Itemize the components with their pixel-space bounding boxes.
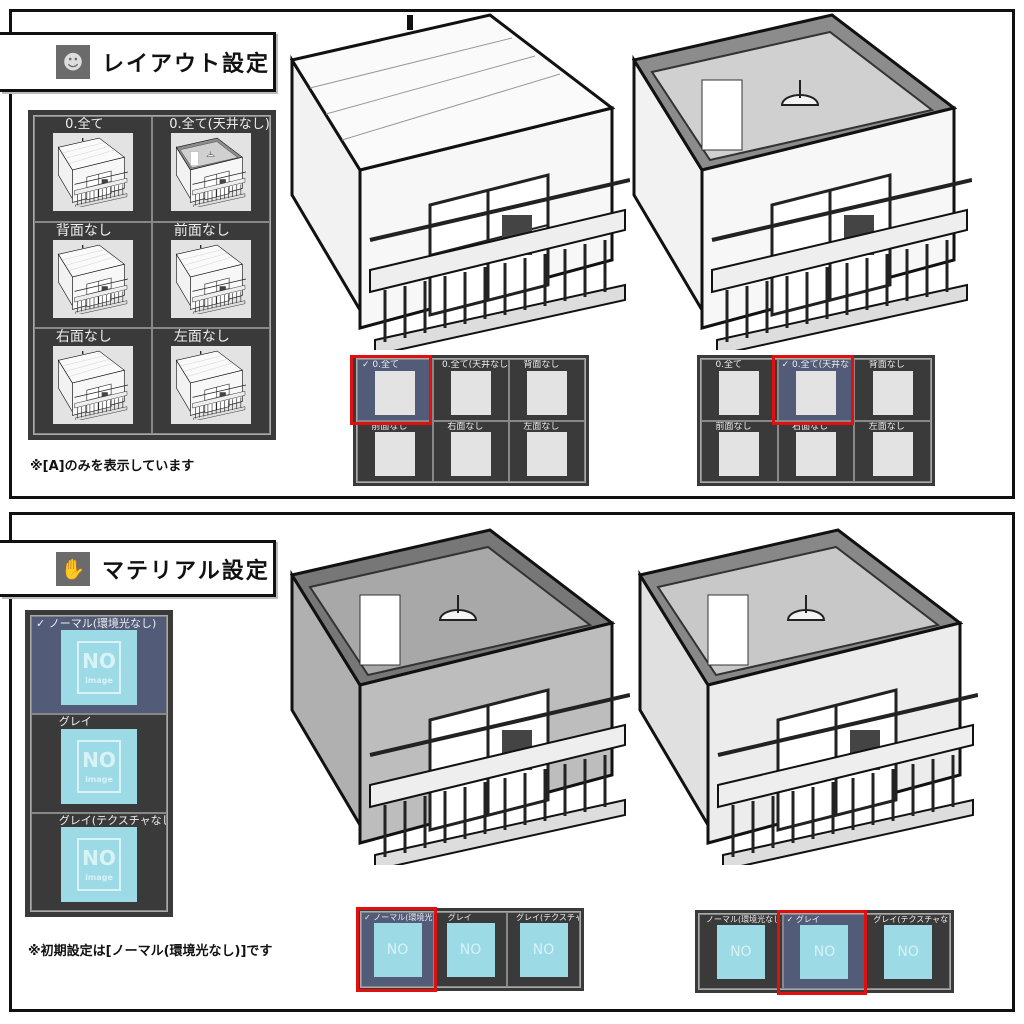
layout-section-title: ☻ レイアウト設定 xyxy=(0,32,276,92)
layout-example-panel-2: 0.全て ✓ 0.全て(天井なし) 背面なし 前面なし 右面なし 左面なし xyxy=(697,355,935,486)
layout-option-no-back[interactable]: 背面なし xyxy=(34,222,152,328)
house-render-all xyxy=(290,10,630,350)
layout-note: ※[A]のみを表示しています xyxy=(30,459,195,474)
layout-option-no-back[interactable]: 背面なし xyxy=(509,359,585,421)
layout-option-all[interactable]: 0.全て xyxy=(34,116,152,222)
no-image-thumbnail: NO xyxy=(716,924,765,979)
layout-option-no-left[interactable]: 左面なし xyxy=(152,328,270,434)
thumbnail-house xyxy=(176,244,246,314)
layout-figure-icon: ☻ xyxy=(56,45,90,79)
no-image-thumbnail: NO xyxy=(884,924,933,979)
layout-option-no-right[interactable]: 右面なし xyxy=(34,328,152,434)
no-image-thumbnail: NO xyxy=(373,922,422,977)
material-section-title: ✋ マテリアル設定 xyxy=(0,540,276,597)
thumbnail-house xyxy=(176,137,246,207)
material-option-gray-no-texture[interactable]: グレイ(テクスチャなし)NO xyxy=(866,914,950,989)
house-render-normal xyxy=(290,525,630,865)
no-image-thumbnail: NO xyxy=(519,922,568,977)
thumbnail-house xyxy=(176,350,246,420)
layout-option-no-left[interactable]: 左面なし xyxy=(854,420,931,482)
layout-option-all-no-ceiling[interactable]: 0.全て(天井なし) xyxy=(433,359,509,421)
layout-option-no-left[interactable]: 左面なし xyxy=(509,420,585,482)
no-image-thumbnail: NO xyxy=(446,922,495,977)
layout-option-all[interactable]: ✓ 0.全て xyxy=(357,359,433,421)
material-option-normal[interactable]: ✓ ノーマル(環境光なし)NO xyxy=(361,912,434,987)
thumbnail-house xyxy=(58,137,128,207)
layout-option-no-front[interactable]: 前面なし xyxy=(152,222,270,328)
material-note: ※初期設定は[ノーマル(環境光なし)]です xyxy=(28,944,273,959)
layout-option-no-front[interactable]: 前面なし xyxy=(701,420,778,482)
layout-option-no-right[interactable]: 右面なし xyxy=(777,420,855,482)
layout-option-no-front[interactable]: 前面なし xyxy=(357,420,433,482)
layout-option-no-right[interactable]: 右面なし xyxy=(433,420,509,482)
material-option-gray-no-texture[interactable]: グレイ(テクスチャなし)NO xyxy=(507,912,580,987)
house-render-no-ceiling xyxy=(632,10,972,350)
layout-options-panel: 0.全て 0.全て(天井なし) 背面なし 前面なし 右面なし 左面なし xyxy=(28,110,276,440)
thumbnail-house xyxy=(58,244,128,314)
house-render-gray xyxy=(638,525,978,865)
thumbnail-house xyxy=(58,350,128,420)
material-option-normal[interactable]: ノーマル(環境光なし)NO xyxy=(699,914,783,989)
layout-option-all-no-ceiling[interactable]: ✓ 0.全て(天井なし) xyxy=(777,359,855,421)
material-hand-icon: ✋ xyxy=(56,551,90,586)
layout-option-all-no-ceiling[interactable]: 0.全て(天井なし) xyxy=(152,116,270,222)
layout-option-no-back[interactable]: 背面なし xyxy=(854,359,931,421)
no-image-thumbnail: NO xyxy=(800,924,849,979)
layout-option-all[interactable]: 0.全て xyxy=(701,359,778,421)
layout-example-panel-1: ✓ 0.全て 0.全て(天井なし) 背面なし 前面なし 右面なし 左面なし xyxy=(353,355,589,486)
